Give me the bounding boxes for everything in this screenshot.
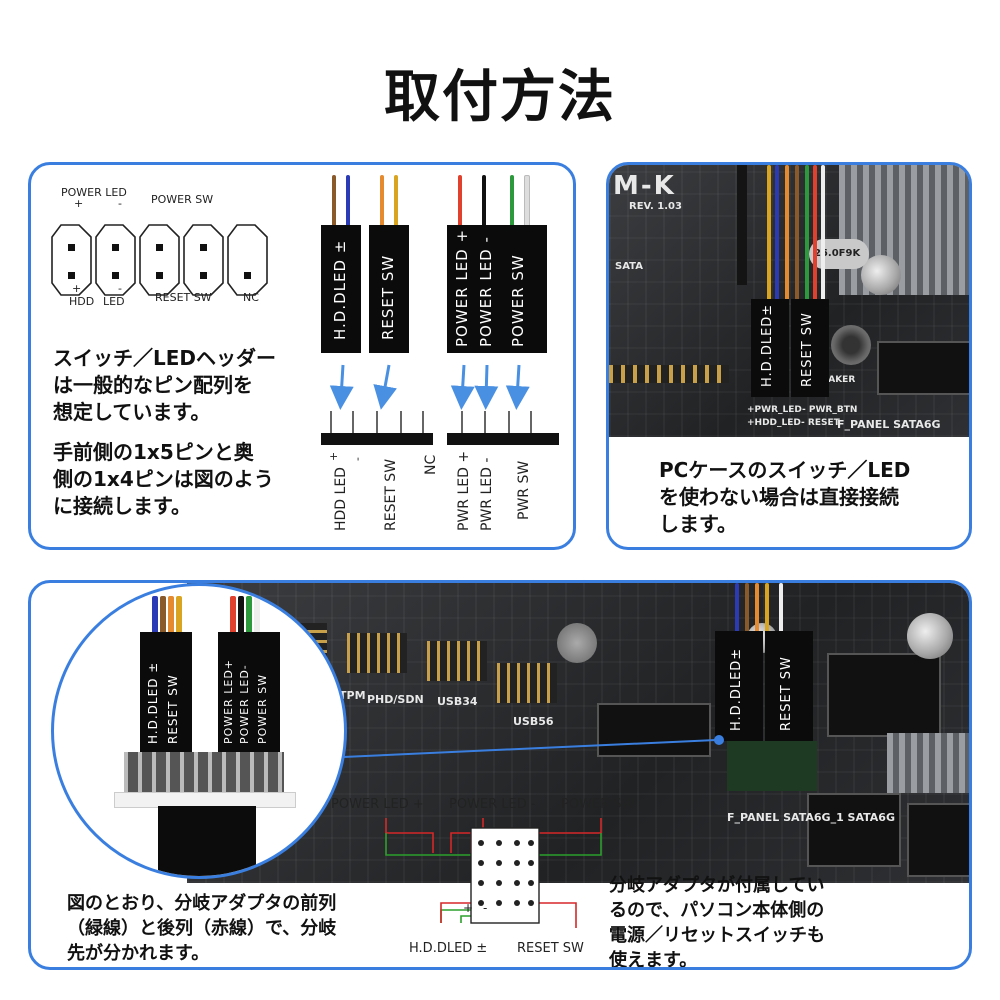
label-reset: RESET SW [383,458,399,531]
splitter-pin-diagram [385,818,602,928]
label-nc: NC [243,291,259,304]
label-reset-sw: RESET SW [155,291,212,304]
zoom-connector-power: POWER LED+ POWER LED- POWER SW [218,632,280,752]
connector-hdd-led: H.D.DLED ± [321,225,361,353]
diagram-minus: - [483,901,488,915]
connector-reset-sw: RESET SW [369,225,409,353]
label-hdd-led-minus: - [118,282,122,295]
pin-block-2 [95,224,136,296]
pin-block-4 [183,224,224,296]
label-hdd-plus: + [327,451,340,461]
description-1: スイッチ／LEDヘッダーは一般的なピン配列を想定しています。 [53,346,277,424]
pin-block-5 [227,224,268,296]
label-power-led-plus: + [74,197,84,210]
label-hdd-minus: - [351,457,364,461]
diagram-plus: + [463,901,474,915]
description-2: 手前側の1x5ピンと奥側の1x4ピンは図のように接続します。 [53,440,274,518]
label-hdd-led-plus: + [72,282,82,295]
label-pwr-led-plus: PWR LED + [456,450,472,531]
wire-brown [332,175,336,227]
zoom-connector-hdd-reset: H.D.DLED ± RESET SW [140,632,192,752]
main-connector-hdd: H.D.DLED± [715,631,763,741]
screw-cap [861,255,901,295]
arrows [329,364,530,410]
pin-block-3 [139,224,180,296]
header-diagram [321,411,559,445]
diagram-power-led-plus: POWER LED + [331,797,424,812]
main-connector-reset: RESET SW [765,631,813,741]
connector-power: POWER LED + POWER LED - POWER SW [447,225,547,353]
wire-blue [346,175,350,227]
label-nc-vert: NC [423,454,439,475]
description-4: 図のとおり、分岐アダプタの前列（緑線）と後列（赤線）で、分岐先が分かれます。 [67,893,337,964]
wire-orange [380,175,384,227]
label-led: LED [103,295,125,308]
pin-block-1 [51,224,92,296]
label-power-led: POWER LED [61,186,127,199]
diagram-reset: RESET SW [517,941,584,956]
direct-connection-panel: M-K REV. 1.03 SATA 25.0F9K SPEAKER H.D.D… [606,162,972,550]
wire-green [510,175,514,227]
label-power-led-minus: - [118,197,122,210]
callout-line [321,735,724,759]
diagram-hdd: H.D.DLED ± [409,941,488,956]
diagram-power-sw: POWER SW [561,797,635,812]
splitter-panel: TPM PHD/SDN USB34 USB56 H.D.DLED± RESET … [28,580,972,970]
pinout-panel: POWER LED + - POWER SW + - HDD LED RESET… [28,162,576,550]
motherboard-photo: M-K REV. 1.03 SATA 25.0F9K SPEAKER H.D.D… [609,165,969,437]
adapter-block [158,806,256,876]
pinout-diagram [51,224,268,296]
page-title: 取付方法 [384,65,616,130]
photo-connector-reset: RESET SW [791,299,829,397]
label-power-sw: POWER SW [151,193,214,206]
zoom-circle: H.D.DLED ± RESET SW POWER LED+ POWER LED… [51,583,347,879]
label-pwr-led-minus: PWR LED - [479,457,495,531]
label-hdd: HDD [69,295,95,308]
photo-connector-hdd: H.D.DLED± [751,299,789,397]
wire-black [482,175,486,227]
wire-white [524,175,530,229]
wire-yellow [394,175,398,227]
diagram-power-led-minus: POWER LED - [449,797,536,812]
label-hdd-led: HDD LED [333,467,349,531]
wire-red [458,175,462,227]
label-pwr-sw: PWR SW [516,460,532,520]
description-5: 分岐アダプタが付属しているので、パソコン本体側の電源／リセットスイッチも使えます… [609,875,825,970]
capacitor [907,613,953,659]
